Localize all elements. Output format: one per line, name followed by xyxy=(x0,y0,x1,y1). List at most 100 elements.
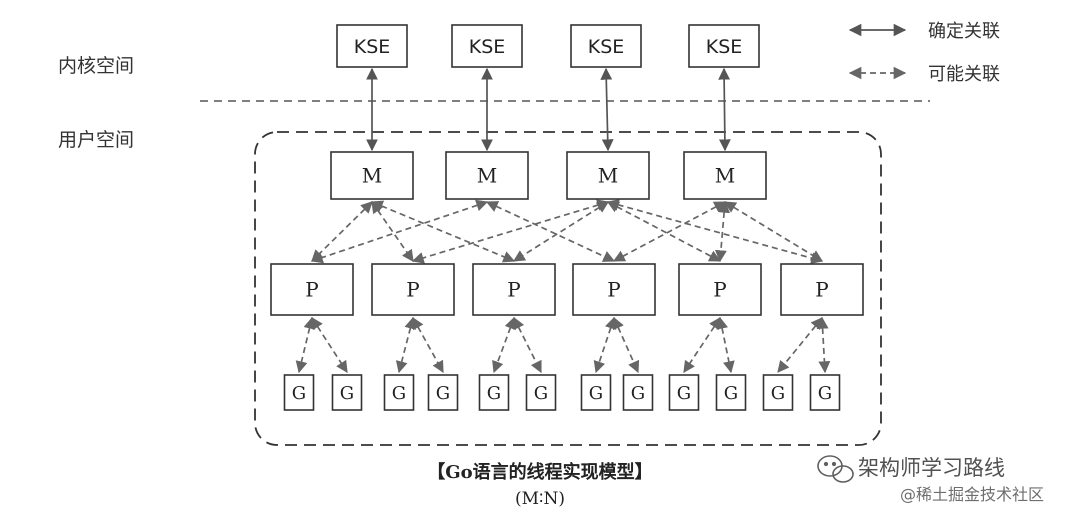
m-p-arrow xyxy=(310,199,489,264)
m-p-arrow xyxy=(612,201,727,262)
g-box-label: G xyxy=(724,383,738,404)
g-box-frame xyxy=(762,374,794,411)
g-box-label: G xyxy=(487,383,501,404)
p-box-label: P xyxy=(305,278,318,302)
kse-box: KSE xyxy=(451,24,523,68)
g-box-frame xyxy=(580,374,612,411)
kse-box: KSE xyxy=(688,24,760,68)
kse-box-frame xyxy=(688,24,760,68)
g-box: G xyxy=(668,374,700,411)
p-box: P xyxy=(678,263,762,316)
g-box-frame xyxy=(478,374,510,411)
m-p-arrow xyxy=(723,201,824,262)
kse-box: KSE xyxy=(570,24,642,68)
m-box-frame xyxy=(330,151,414,200)
kse-box-frame xyxy=(451,24,523,68)
g-box-label: G xyxy=(818,383,832,404)
m-p-arrow xyxy=(411,199,610,264)
p-g-arrow xyxy=(816,316,831,374)
m-box-frame xyxy=(566,151,650,200)
user-space-label: 用户空间 xyxy=(58,129,134,151)
p-g-arrow xyxy=(716,316,735,374)
diagram-subtitle: (M∶N) xyxy=(515,489,565,509)
p-box-label: P xyxy=(607,278,620,302)
p-g-arrow xyxy=(593,316,617,374)
p-box-frame xyxy=(371,263,455,316)
g-box-label: G xyxy=(436,383,450,404)
legend-dashed-label: 可能关联 xyxy=(928,64,1000,85)
g-box: G xyxy=(580,374,612,411)
g-box-frame xyxy=(283,374,315,411)
g-box-label: G xyxy=(392,383,406,404)
g-box-label: G xyxy=(677,383,691,404)
association-arrows xyxy=(295,67,831,374)
p-g-arrow xyxy=(395,316,417,374)
p-box-frame xyxy=(472,263,556,316)
p-box: P xyxy=(472,263,556,316)
g-box-frame xyxy=(331,374,363,411)
m-box: M xyxy=(330,151,414,200)
m-box-label: M xyxy=(362,164,382,188)
wechat-icon xyxy=(817,455,854,483)
m-p-arrow xyxy=(606,201,722,262)
p-g-arrow xyxy=(492,316,516,374)
g-box: G xyxy=(715,374,747,411)
p-box: P xyxy=(572,263,656,316)
m-box-frame xyxy=(683,151,767,200)
m-box: M xyxy=(566,151,650,200)
diagram-title: 【Go语言的线程实现模型】 xyxy=(427,461,652,483)
g-box: G xyxy=(283,374,315,411)
kse-box-label: KSE xyxy=(588,36,625,58)
legend-solid-label: 确定关联 xyxy=(928,21,1000,42)
watermark-source: @稀土掘金技术社区 xyxy=(900,485,1044,504)
g-box: G xyxy=(331,374,363,411)
user-space-container xyxy=(254,131,882,446)
g-box-label: G xyxy=(340,383,354,404)
kse-m-arrow xyxy=(600,67,614,152)
g-box: G xyxy=(427,374,459,411)
watermark-brand: 架构师学习路线 xyxy=(858,456,1005,480)
g-box-label: G xyxy=(771,383,785,404)
m-p-arrow xyxy=(512,201,610,262)
kse-box-label: KSE xyxy=(354,36,391,58)
m-box: M xyxy=(683,151,767,200)
kse-box: KSE xyxy=(336,24,408,68)
m-box-frame xyxy=(445,151,529,200)
p-g-arrow xyxy=(311,317,348,373)
p-box-frame xyxy=(270,263,354,316)
p-box-frame xyxy=(780,263,864,316)
p-box-label: P xyxy=(815,278,828,302)
m-p-arrow xyxy=(311,201,373,262)
kse-m-arrow xyxy=(718,67,731,152)
legend: 确定关联 可能关联 xyxy=(848,21,1000,85)
m-p-arrow xyxy=(714,200,731,263)
g-box: G xyxy=(525,374,557,411)
p-box-frame xyxy=(572,263,656,316)
m-box-label: M xyxy=(477,164,497,188)
g-box-label: G xyxy=(589,383,603,404)
g-box: G xyxy=(809,374,841,411)
g-box-label: G xyxy=(292,383,306,404)
p-box-label: P xyxy=(713,278,726,302)
p-g-arrow xyxy=(412,316,444,374)
g-box-frame xyxy=(427,374,459,411)
m-box: M xyxy=(445,151,529,200)
p-box-label: P xyxy=(507,278,520,302)
g-box-label: G xyxy=(631,383,645,404)
p-g-arrow xyxy=(683,317,721,373)
g-box-frame xyxy=(809,374,841,411)
m-box-label: M xyxy=(598,164,618,188)
g-box: G xyxy=(622,374,654,411)
p-box: P xyxy=(780,263,864,316)
p-g-arrow xyxy=(777,317,823,373)
g-box-frame xyxy=(525,374,557,411)
kse-box-frame xyxy=(570,24,642,68)
g-box-frame xyxy=(668,374,700,411)
kernel-space-label: 内核空间 xyxy=(58,55,134,77)
g-box-frame xyxy=(383,374,415,411)
g-box-label: G xyxy=(534,383,548,404)
p-g-arrow xyxy=(612,316,640,374)
m-box-label: M xyxy=(715,164,735,188)
